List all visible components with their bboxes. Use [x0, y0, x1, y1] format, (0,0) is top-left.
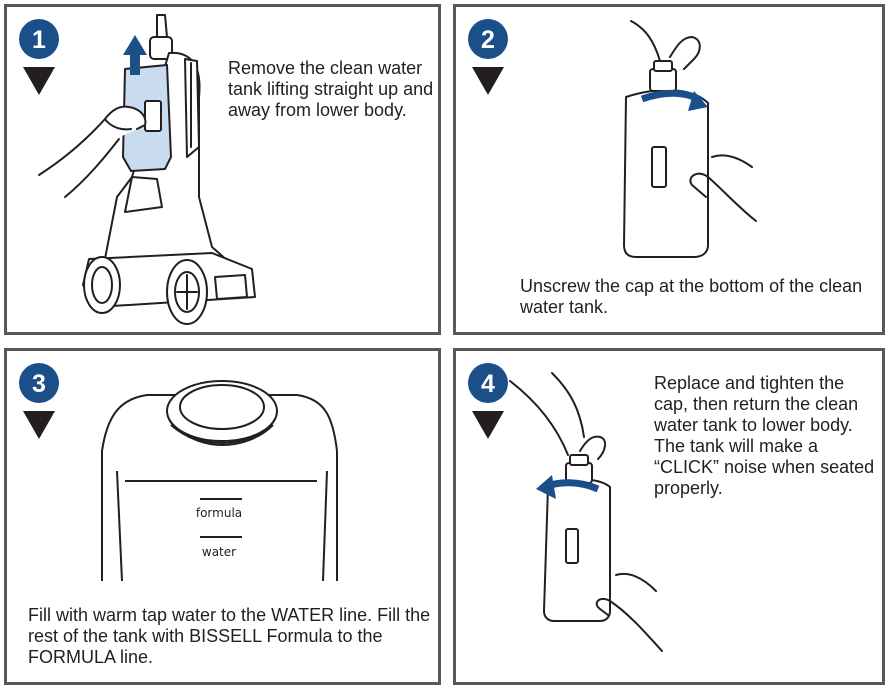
tank-fill-illustration: formula water — [101, 380, 338, 582]
step-4-text: Replace and tighten the cap, then return… — [654, 373, 875, 498]
step-4-panel: 4 Replace and tighten the cap, then retu… — [453, 348, 885, 685]
step-2-badge: 2 — [468, 19, 508, 95]
down-arrow-icon — [23, 67, 55, 95]
step-2-panel: 2 Unscrew the cap at the bottom of the c… — [453, 4, 885, 335]
tank-cap-replace-illustration — [509, 372, 663, 652]
step-3-circle — [19, 363, 59, 403]
step-1-number: 1 — [32, 26, 46, 54]
step-2-text: Unscrew the cap at the bottom of the cle… — [520, 276, 863, 317]
water-line-label: water — [202, 545, 236, 559]
step-3-badge: 3 — [19, 363, 59, 439]
step-1-panel: 1 — [4, 4, 441, 335]
step-1-text: Remove the clean water tank lifting stra… — [228, 58, 434, 120]
step-2-number: 2 — [481, 26, 495, 54]
step-4-number: 4 — [481, 370, 495, 398]
step-1-circle — [19, 19, 59, 59]
step-4-badge: 4 — [468, 363, 508, 439]
down-arrow-icon — [472, 411, 504, 439]
down-arrow-icon — [472, 67, 504, 95]
vacuum-illustration — [38, 14, 256, 325]
lift-up-arrow-icon — [123, 35, 147, 75]
tank-cap-illustration — [623, 20, 757, 258]
step-3-text: Fill with warm tap water to the WATER li… — [28, 605, 431, 667]
down-arrow-icon — [23, 411, 55, 439]
step-2-circle — [468, 19, 508, 59]
step-3-panel: 3 formula water Fill with warm tap water… — [4, 348, 441, 685]
formula-line-label: formula — [196, 506, 242, 520]
step-1-badge: 1 — [19, 19, 59, 95]
step-3-number: 3 — [32, 370, 46, 398]
step-4-circle — [468, 363, 508, 403]
